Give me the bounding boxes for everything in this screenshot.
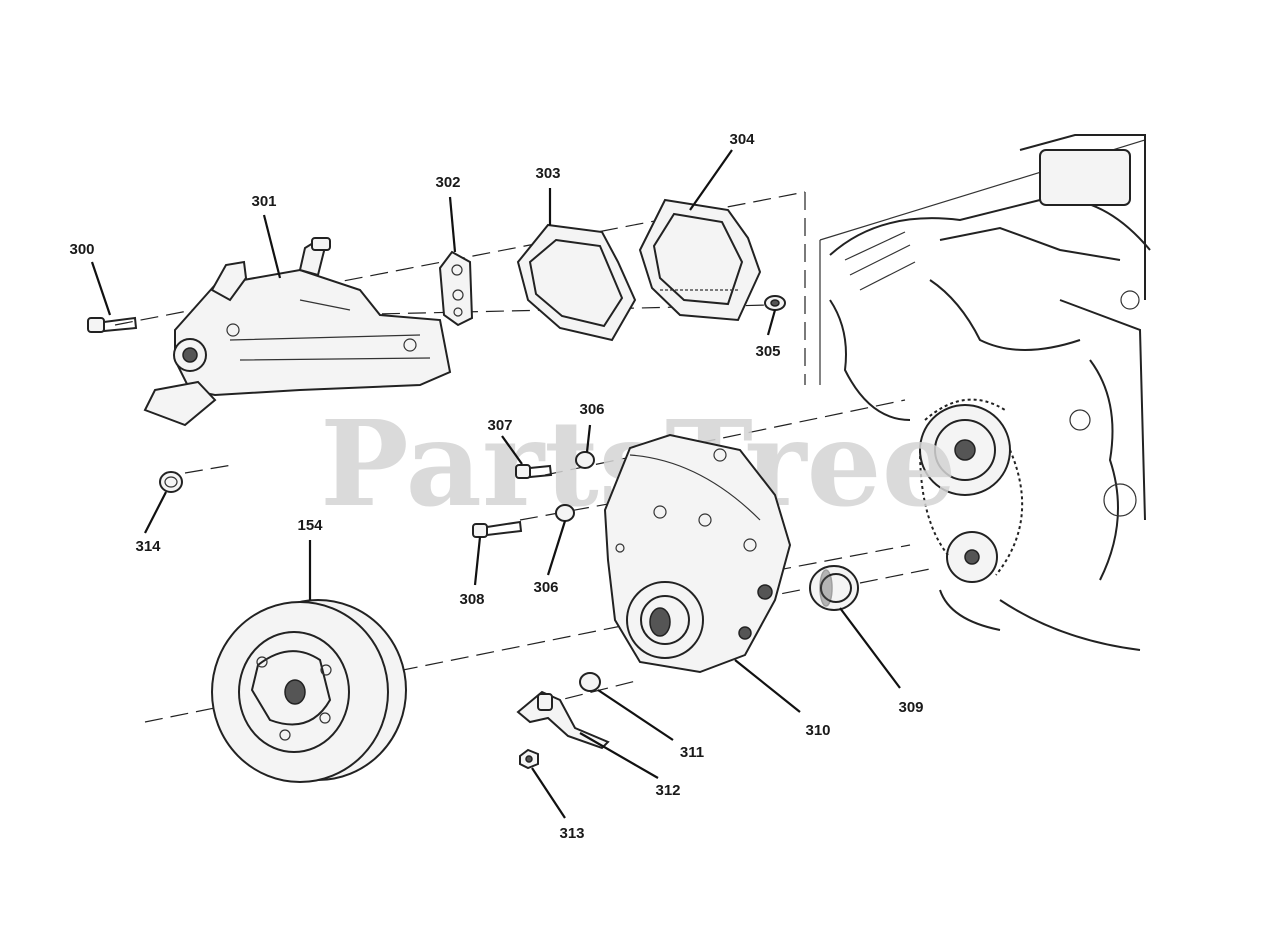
callout-304: 304: [729, 131, 755, 148]
callout-310: 310: [805, 722, 830, 739]
callout-313: 313: [559, 825, 584, 842]
callout-300: 300: [69, 241, 94, 258]
callout-309: 309: [898, 699, 923, 716]
callout-154: 154: [297, 517, 323, 534]
timing-cover-icon: [603, 433, 792, 674]
bracket-312-icon: [516, 690, 610, 750]
washer-305-icon: [764, 295, 786, 311]
plug-311-icon: [579, 672, 601, 692]
callout-303: 303: [535, 165, 560, 182]
callout-307: 307: [487, 417, 512, 434]
callout-302: 302: [435, 174, 460, 191]
seal-309-icon: [809, 565, 859, 611]
callout-306-lower: 306: [533, 579, 558, 596]
gasket-304-icon: [638, 198, 762, 322]
callout-314: 314: [135, 538, 161, 555]
bolt-308-icon: [472, 520, 523, 538]
water-pump-icon: [143, 237, 452, 427]
callout-305: 305: [755, 343, 780, 360]
plug-306-upper-icon: [575, 451, 595, 469]
callout-311: 311: [680, 744, 704, 761]
gasket-303-icon: [516, 223, 637, 342]
nut-313-icon: [519, 748, 539, 770]
balancer-154-icon: [211, 599, 407, 783]
engine-block-icon: [819, 134, 1151, 651]
plug-306-lower-icon: [555, 504, 575, 522]
callout-308: 308: [459, 591, 484, 608]
callout-306-upper: 306: [579, 401, 604, 418]
callout-301: 301: [251, 193, 276, 210]
callout-labels: 300 301 302 303 304 305 306 306 307 308 …: [69, 131, 923, 842]
bolt-307-icon: [515, 464, 553, 479]
bolt-300-icon: [87, 316, 138, 333]
leader-lines: [90, 149, 901, 819]
callout-312: 312: [655, 782, 680, 799]
gasket-302-icon: [438, 250, 474, 327]
plug-314-icon: [159, 471, 183, 493]
